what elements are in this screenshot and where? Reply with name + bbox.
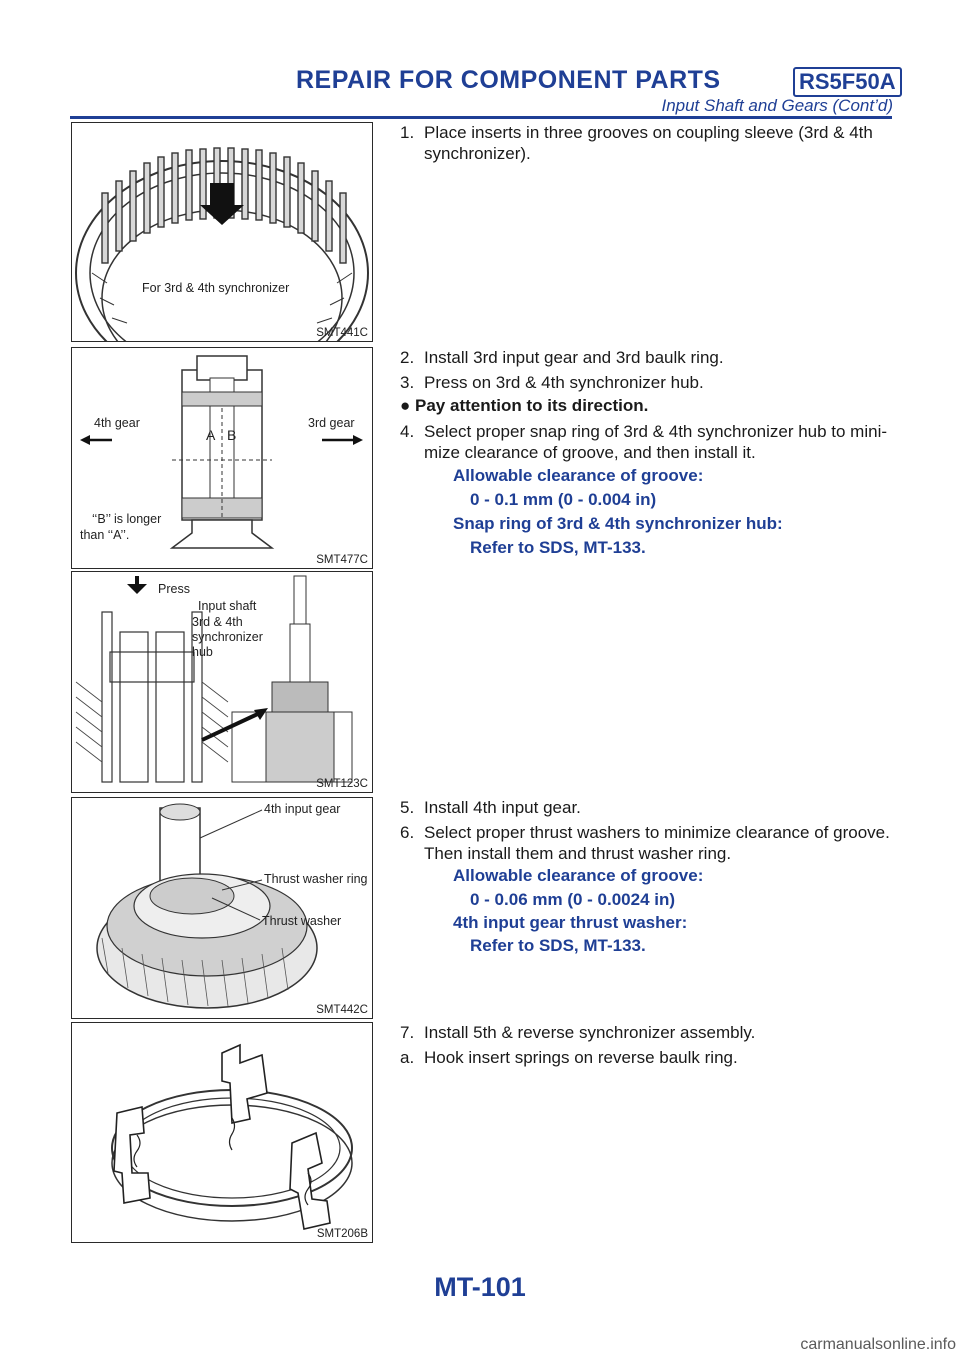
step-7-text: Install 5th & reverse synchronizer assem… xyxy=(424,1023,756,1042)
press-hub-illustration xyxy=(75,575,353,783)
step-2-number: 2. xyxy=(400,348,415,367)
step-6-text: Select proper thrust washers to minimize… xyxy=(424,823,890,863)
fig-label-thrust-washer: Thrust washer xyxy=(262,914,342,928)
figure-code: SMT442C xyxy=(316,1004,368,1016)
fig-label-hub: hub xyxy=(192,645,213,659)
spec-6b-value: Refer to SDS, MT-133. xyxy=(470,936,646,955)
spec-6b-label: 4th input gear thrust washer: xyxy=(453,913,688,932)
figure-smt123c: Press Input shaft 3rd & 4th synchronizer… xyxy=(71,571,373,793)
fig-note-line2: than ‘‘A’’. xyxy=(80,528,130,542)
step-1-number: 1. xyxy=(400,123,415,142)
fig-label-synchronizer: synchronizer xyxy=(192,630,263,644)
spec-4b-value: Refer to SDS, MT-133. xyxy=(470,538,646,557)
step-3-text: Press on 3rd & 4th synchronizer hub. xyxy=(424,373,704,392)
fig-label-4th-input-gear: 4th input gear xyxy=(264,802,341,816)
figure-code: SMT477C xyxy=(316,554,368,566)
bullet-dot: ● xyxy=(400,396,411,415)
coupling-sleeve-illustration xyxy=(75,147,369,341)
page-number: MT-101 xyxy=(434,1272,526,1302)
figure-code: SMT123C xyxy=(316,778,368,790)
step-7a: a. Hook insert springs on reverse baulk … xyxy=(400,1047,894,1068)
caution-bullet: ● Pay attention to its direction. xyxy=(400,396,648,416)
fig-label-3rd-4th: 3rd & 4th xyxy=(192,615,243,629)
section-subtitle: Input Shaft and Gears (Cont’d) xyxy=(661,96,893,115)
spec-4a-label: Allowable clearance of groove: xyxy=(453,466,704,485)
fig-label-input-shaft: Input shaft xyxy=(198,599,257,613)
figure-smt477c: 4th gear 3rd gear A B ‘‘B’’ is longer th… xyxy=(71,347,373,569)
figure-code: SMT206B xyxy=(316,1228,368,1240)
step-6-number: 6. xyxy=(400,823,415,842)
figure-smt441c: For 3rd & 4th synchronizer SMT441C xyxy=(71,122,373,342)
step-5-number: 5. xyxy=(400,798,415,817)
step-7a-text: Hook insert springs on reverse baulk rin… xyxy=(424,1048,738,1067)
figure-code: SMT441C xyxy=(316,327,368,339)
figure-smt442c: 4th input gear Thrust washer ring Thrust… xyxy=(71,797,373,1019)
step-3-number: 3. xyxy=(400,373,415,392)
step-3: 3. Press on 3rd & 4th synchronizer hub. xyxy=(400,372,894,393)
step-6: 6. Select proper thrust washers to minim… xyxy=(400,822,894,864)
input-gear-illustration xyxy=(96,803,318,1009)
section-title: REPAIR FOR COMPONENT PARTS xyxy=(296,66,721,94)
step-2-text: Install 3rd input gear and 3rd baulk rin… xyxy=(424,348,724,367)
step-2: 2. Install 3rd input gear and 3rd baulk … xyxy=(400,347,894,368)
step-7a-letter: a. xyxy=(400,1048,415,1067)
spec-6a-value: 0 - 0.06 mm (0 - 0.0024 in) xyxy=(470,890,676,909)
step-5: 5. Install 4th input gear. xyxy=(400,797,894,818)
caution-text: Pay attention to its direction. xyxy=(415,396,649,415)
watermark-link[interactable]: carmanualsonline.info xyxy=(800,1336,956,1353)
fig-note-line1: ‘‘B’’ is longer xyxy=(92,512,162,526)
step-4: 4. Select proper snap ring of 3rd & 4th … xyxy=(400,421,894,463)
fig-label-3rd-gear: 3rd gear xyxy=(308,416,355,430)
header-rule xyxy=(70,116,892,119)
step-1-text: Place inserts in three grooves on coupli… xyxy=(424,123,873,163)
baulk-ring-springs-illustration xyxy=(111,1043,353,1230)
step-5-text: Install 4th input gear. xyxy=(424,798,581,817)
figure-label: For 3rd & 4th synchronizer xyxy=(142,281,290,295)
fig-label-4th-gear: 4th gear xyxy=(94,416,140,430)
spec-6a-label: Allowable clearance of groove: xyxy=(453,866,704,885)
model-badge: RS5F50A xyxy=(793,67,902,97)
spec-4a-value: 0 - 0.1 mm (0 - 0.004 in) xyxy=(470,490,657,509)
step-7-number: 7. xyxy=(400,1023,415,1042)
step-7: 7. Install 5th & reverse synchronizer as… xyxy=(400,1022,894,1043)
fig-label-a: A xyxy=(206,427,216,443)
figure-smt206b: SMT206B xyxy=(71,1022,373,1243)
fig-label-press: Press xyxy=(158,582,190,596)
step-1: 1. Place inserts in three grooves on cou… xyxy=(400,122,894,164)
spec-4b-label: Snap ring of 3rd & 4th synchronizer hub: xyxy=(453,514,783,533)
step-4-number: 4. xyxy=(400,422,415,441)
step-4-text: Select proper snap ring of 3rd & 4th syn… xyxy=(424,422,888,462)
fig-label-b: B xyxy=(227,427,237,443)
fig-label-thrust-washer-ring: Thrust washer ring xyxy=(264,872,368,886)
hub-direction-illustration xyxy=(80,355,363,549)
